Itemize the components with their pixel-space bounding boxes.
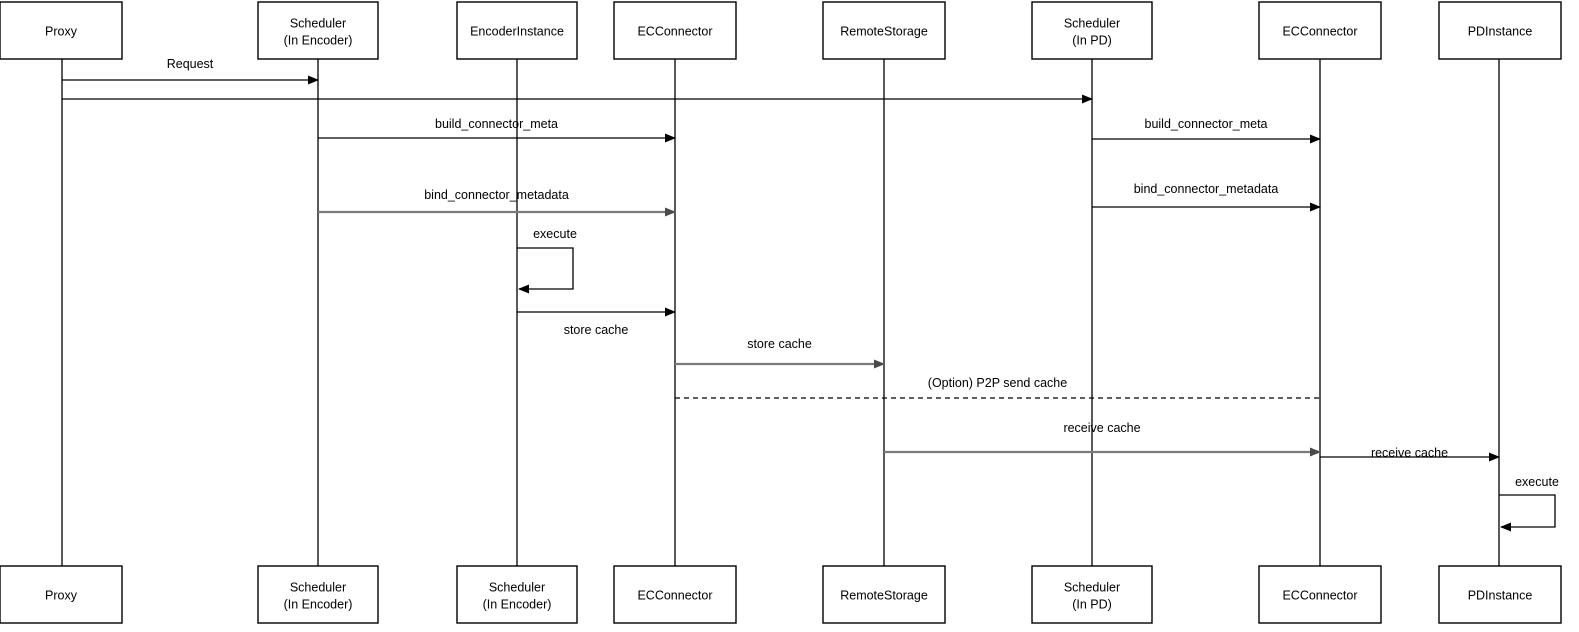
bottom-participant-remote[interactable]: RemoteStorage [822,565,946,624]
bottom-participant-proxy[interactable]: Proxy [0,565,123,624]
message-label-m4: build_connector_meta [1145,117,1268,131]
bottom-participant-box-sched_enc[interactable] [257,565,379,624]
bottom-participant-label-line1-enc_inst: Scheduler [489,581,545,595]
bottom-participant-box-proxy[interactable] [0,565,123,624]
message-m1[interactable]: Request [62,57,319,85]
bottom-participant-boxes: Proxy Scheduler (In Encoder) Scheduler (In E… [0,565,1562,624]
bottom-participant-ec_conn_r[interactable]: ECConnector [1258,565,1382,624]
self-message-s2[interactable]: execute [1499,475,1559,532]
top-participant-boxes: Proxy Scheduler (In Encoder) EncoderInstanc… [0,1,1562,60]
top-participant-box-sched_pd[interactable] [1031,1,1153,60]
bottom-participant-label-proxy: Proxy [45,589,78,603]
self-message-path-s2[interactable] [1499,494,1556,532]
self-message-label-s1: execute [533,227,577,241]
bottom-participant-box-enc_inst[interactable] [456,565,578,624]
top-participant-enc_inst[interactable]: EncoderInstance [456,1,578,60]
top-participant-label-line2-sched_enc: (In Encoder) [284,34,353,48]
bottom-participant-ec_conn_l[interactable]: ECConnector [613,565,737,624]
message-m3[interactable]: build_connector_meta [318,117,676,143]
bottom-participant-label-line1-sched_enc: Scheduler [290,581,346,595]
top-participant-box-enc_inst[interactable] [456,1,578,60]
top-participant-pd_inst[interactable]: PDInstance [1438,1,1562,60]
bottom-participant-box-ec_conn_r[interactable] [1258,565,1382,624]
messages-layer: Request build_connector_meta build_connect… [62,57,1500,462]
top-participant-label-line2-sched_pd: (In PD) [1072,34,1112,48]
bottom-participant-label-line2-sched_pd: (In PD) [1072,598,1112,612]
top-participant-label-enc_inst: EncoderInstance [470,25,564,39]
message-label-m11: receive cache [1371,446,1448,460]
top-participant-label-proxy: Proxy [45,25,78,39]
bottom-participant-box-sched_pd[interactable] [1031,565,1153,624]
top-participant-box-sched_enc[interactable] [257,1,379,60]
self-messages-layer: execute execute [517,227,1559,532]
bottom-participant-label-pd_inst: PDInstance [1468,589,1533,603]
bottom-participant-label-line2-sched_enc: (In Encoder) [284,598,353,612]
bottom-participant-box-pd_inst[interactable] [1438,565,1562,624]
self-message-label-s2: execute [1515,475,1559,489]
top-participant-proxy[interactable]: Proxy [0,1,123,60]
top-participant-box-ec_conn_l[interactable] [613,1,737,60]
bottom-participant-pd_inst[interactable]: PDInstance [1438,565,1562,624]
message-m7[interactable]: store cache [517,307,676,337]
bottom-participant-label-remote: RemoteStorage [840,589,928,603]
message-label-m10: receive cache [1063,421,1140,435]
message-label-m1: Request [167,57,214,71]
top-participant-label-remote: RemoteStorage [840,25,928,39]
lifelines-layer [61,59,1500,566]
top-participant-ec_conn_r[interactable]: ECConnector [1258,1,1382,60]
top-participant-sched_pd[interactable]: Scheduler (In PD) [1031,1,1153,60]
self-message-path-s1[interactable] [517,247,574,294]
bottom-participant-sched_pd[interactable]: Scheduler (In PD) [1031,565,1153,624]
self-message-s1[interactable]: execute [517,227,577,294]
bottom-participant-label-ec_conn_l: ECConnector [637,589,712,603]
message-label-m9: (Option) P2P send cache [928,376,1067,390]
top-participant-label-ec_conn_r: ECConnector [1282,25,1357,39]
top-participant-label-line1-sched_enc: Scheduler [290,17,346,31]
bottom-participant-label-ec_conn_r: ECConnector [1282,589,1357,603]
bottom-participant-enc_inst[interactable]: Scheduler (In Encoder) [456,565,578,624]
message-label-m6: bind_connector_metadata [1134,182,1279,196]
message-label-m3: build_connector_meta [435,117,558,131]
top-participant-label-ec_conn_l: ECConnector [637,25,712,39]
message-m6[interactable]: bind_connector_metadata [1092,182,1321,212]
top-participant-label-line1-sched_pd: Scheduler [1064,17,1120,31]
top-participant-label-pd_inst: PDInstance [1468,25,1533,39]
top-participant-box-ec_conn_r[interactable] [1258,1,1382,60]
message-m9[interactable]: (Option) P2P send cache [675,376,1320,399]
bottom-participant-label-line1-sched_pd: Scheduler [1064,581,1120,595]
top-participant-box-proxy[interactable] [0,1,123,60]
message-m8[interactable]: store cache [675,337,885,369]
bottom-participant-label-line2-enc_inst: (In Encoder) [483,598,552,612]
top-participant-box-pd_inst[interactable] [1438,1,1562,60]
top-participant-box-remote[interactable] [822,1,946,60]
message-label-m8: store cache [747,337,812,351]
bottom-participant-box-ec_conn_l[interactable] [613,565,737,624]
bottom-participant-sched_enc[interactable]: Scheduler (In Encoder) [257,565,379,624]
bottom-participant-box-remote[interactable] [822,565,946,624]
top-participant-remote[interactable]: RemoteStorage [822,1,946,60]
message-m5[interactable]: bind_connector_metadata [318,188,676,217]
message-m11[interactable]: receive cache [1320,446,1500,462]
top-participant-ec_conn_l[interactable]: ECConnector [613,1,737,60]
message-m4[interactable]: build_connector_meta [1092,117,1321,144]
message-label-m7: store cache [564,323,629,337]
message-m10[interactable]: receive cache [884,421,1321,457]
top-participant-sched_enc[interactable]: Scheduler (In Encoder) [257,1,379,60]
message-label-m5: bind_connector_metadata [424,188,569,202]
